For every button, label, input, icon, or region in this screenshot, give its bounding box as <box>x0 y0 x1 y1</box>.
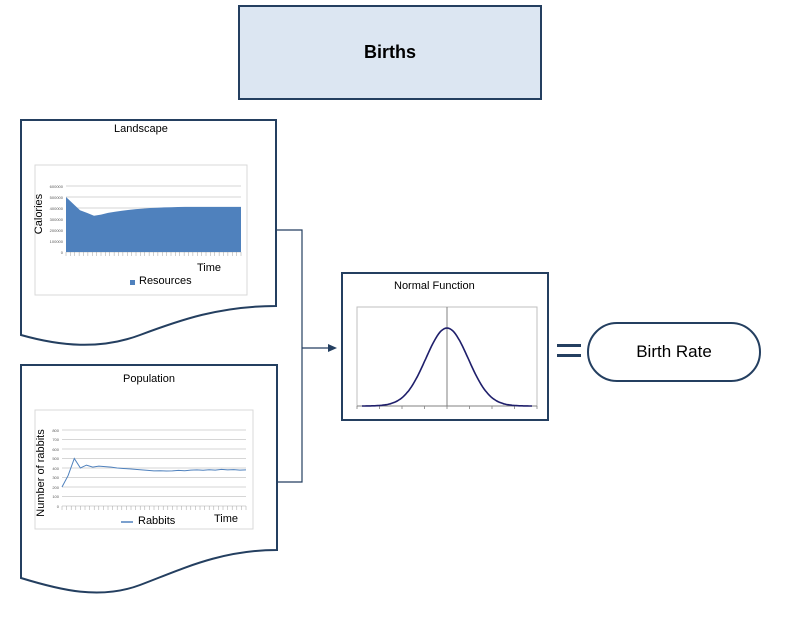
y-tick-label: 0 <box>56 503 59 509</box>
population-label: Population <box>123 373 175 385</box>
landscape-x-ticks <box>65 252 242 256</box>
birth-rate-box: Birth Rate <box>587 322 761 382</box>
population-rabbits-line <box>61 457 247 488</box>
normal-function-x-ticks <box>356 406 538 409</box>
connector-arrowhead <box>328 344 337 352</box>
landscape-label: Landscape <box>114 123 168 135</box>
population-legend-label: Rabbits <box>138 515 176 527</box>
y-tick-label: 400000 <box>49 205 63 211</box>
y-tick-label: 600 <box>52 446 59 452</box>
landscape-legend-swatch <box>130 280 135 285</box>
landscape-legend-label: Resources <box>139 275 192 287</box>
y-tick-label: 300000 <box>49 216 63 222</box>
y-tick-label: 400 <box>52 465 59 471</box>
normal-function-label: Normal Function <box>394 280 475 292</box>
connector-bracket <box>276 229 303 483</box>
y-tick-label: 500000 <box>49 194 63 200</box>
y-tick-label: 600000 <box>49 183 63 189</box>
landscape-x-axis-label: Time <box>197 262 222 274</box>
landscape-resources-area <box>66 197 241 252</box>
population-x-ticks <box>61 506 247 510</box>
equals-bar-bottom <box>557 354 581 357</box>
y-tick-label: 100 <box>52 494 59 499</box>
y-tick-label: 0 <box>60 249 63 255</box>
y-tick-label: 500 <box>52 456 59 461</box>
y-tick-label: 800 <box>52 427 59 433</box>
normal-function-curve <box>362 327 532 407</box>
equals-bar-top <box>557 344 581 347</box>
birth-rate-label: Birth Rate <box>636 342 712 361</box>
y-tick-label: 200000 <box>49 227 63 233</box>
y-tick-label: 200 <box>52 484 59 490</box>
y-tick-label: 100000 <box>49 238 63 244</box>
page-title: Births <box>363 42 416 62</box>
y-tick-label: 700 <box>52 437 59 442</box>
y-tick-label: 300 <box>52 475 59 480</box>
title-box: Births <box>238 5 542 100</box>
population-x-axis-label: Time <box>214 513 239 525</box>
